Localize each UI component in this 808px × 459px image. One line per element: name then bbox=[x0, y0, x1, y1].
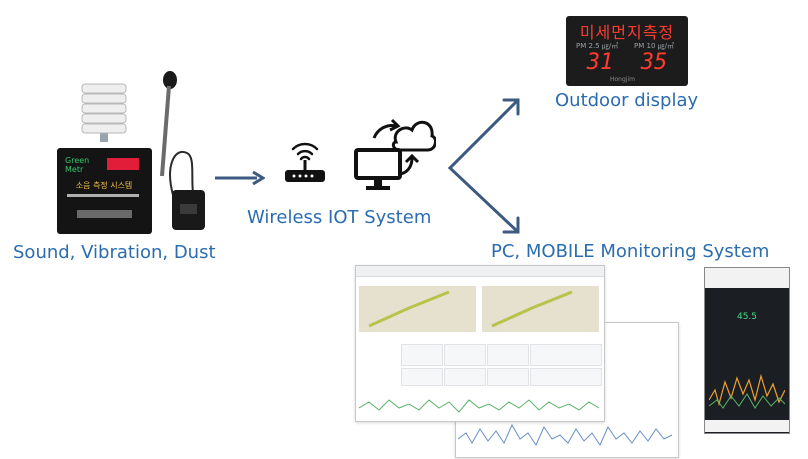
monitoring-caption: PC, MOBILE Monitoring System bbox=[491, 241, 770, 262]
sensors-caption: Sound, Vibration, Dust bbox=[13, 242, 216, 263]
box-red-display bbox=[107, 158, 139, 170]
led-pm10-label: PM 10 ㎍/㎥ bbox=[634, 42, 674, 50]
monitor-cloud-icon bbox=[354, 118, 436, 190]
dashboard-green-trace bbox=[359, 399, 600, 413]
dashboard-noise-trace bbox=[458, 423, 673, 447]
outdoor-led-display: 미세먼지측정 PM 2.5 ㎍/㎥ PM 10 ㎍/㎥ 31 35 Hongji… bbox=[566, 16, 688, 86]
sensor-cable-image bbox=[169, 150, 194, 196]
box-panel-title: 소음 측정 시스템 bbox=[75, 181, 133, 190]
vibration-sensor-image bbox=[172, 190, 205, 230]
led-pm25-value: 31 bbox=[586, 50, 614, 75]
outdoor-caption: Outdoor display bbox=[555, 90, 699, 111]
led-title: 미세먼지측정 bbox=[579, 23, 675, 42]
dashboard-map-left bbox=[359, 286, 476, 332]
dashboard-tile bbox=[530, 344, 602, 366]
led-pm25-label: PM 2.5 ㎍/㎥ bbox=[576, 42, 619, 50]
box-stripe bbox=[67, 194, 139, 197]
microphone-rod-image bbox=[160, 71, 177, 177]
dashboard-tile bbox=[487, 344, 529, 366]
dashboard-tile bbox=[487, 368, 529, 386]
weather-shield-sensor-image bbox=[81, 83, 127, 142]
pc-dashboard-map-screenshot bbox=[355, 265, 605, 422]
noise-measurement-box-image: Green Metr 소음 측정 시스템 bbox=[57, 148, 152, 234]
box-logo: Green Metr bbox=[65, 156, 90, 174]
arrow-to-iot bbox=[215, 170, 265, 186]
mobile-main-value: 45.5 bbox=[736, 312, 758, 322]
box-maker-plate bbox=[77, 210, 132, 218]
dashboard-tile bbox=[444, 344, 486, 366]
dashboard-map-right bbox=[482, 286, 599, 332]
dashboard-tile bbox=[444, 368, 486, 386]
dashboard-tile bbox=[401, 344, 443, 366]
iot-caption: Wireless IOT System bbox=[247, 207, 432, 228]
led-pm10-value: 35 bbox=[640, 50, 668, 75]
led-maker: Hongjim bbox=[610, 76, 635, 83]
wifi-router-icon bbox=[285, 142, 325, 182]
mobile-chart bbox=[709, 373, 785, 409]
mobile-dashboard-screenshot: 45.5 bbox=[704, 267, 790, 434]
branch-arrows bbox=[447, 98, 520, 234]
dashboard-tile bbox=[401, 368, 443, 386]
dashboard-tile bbox=[530, 368, 602, 386]
